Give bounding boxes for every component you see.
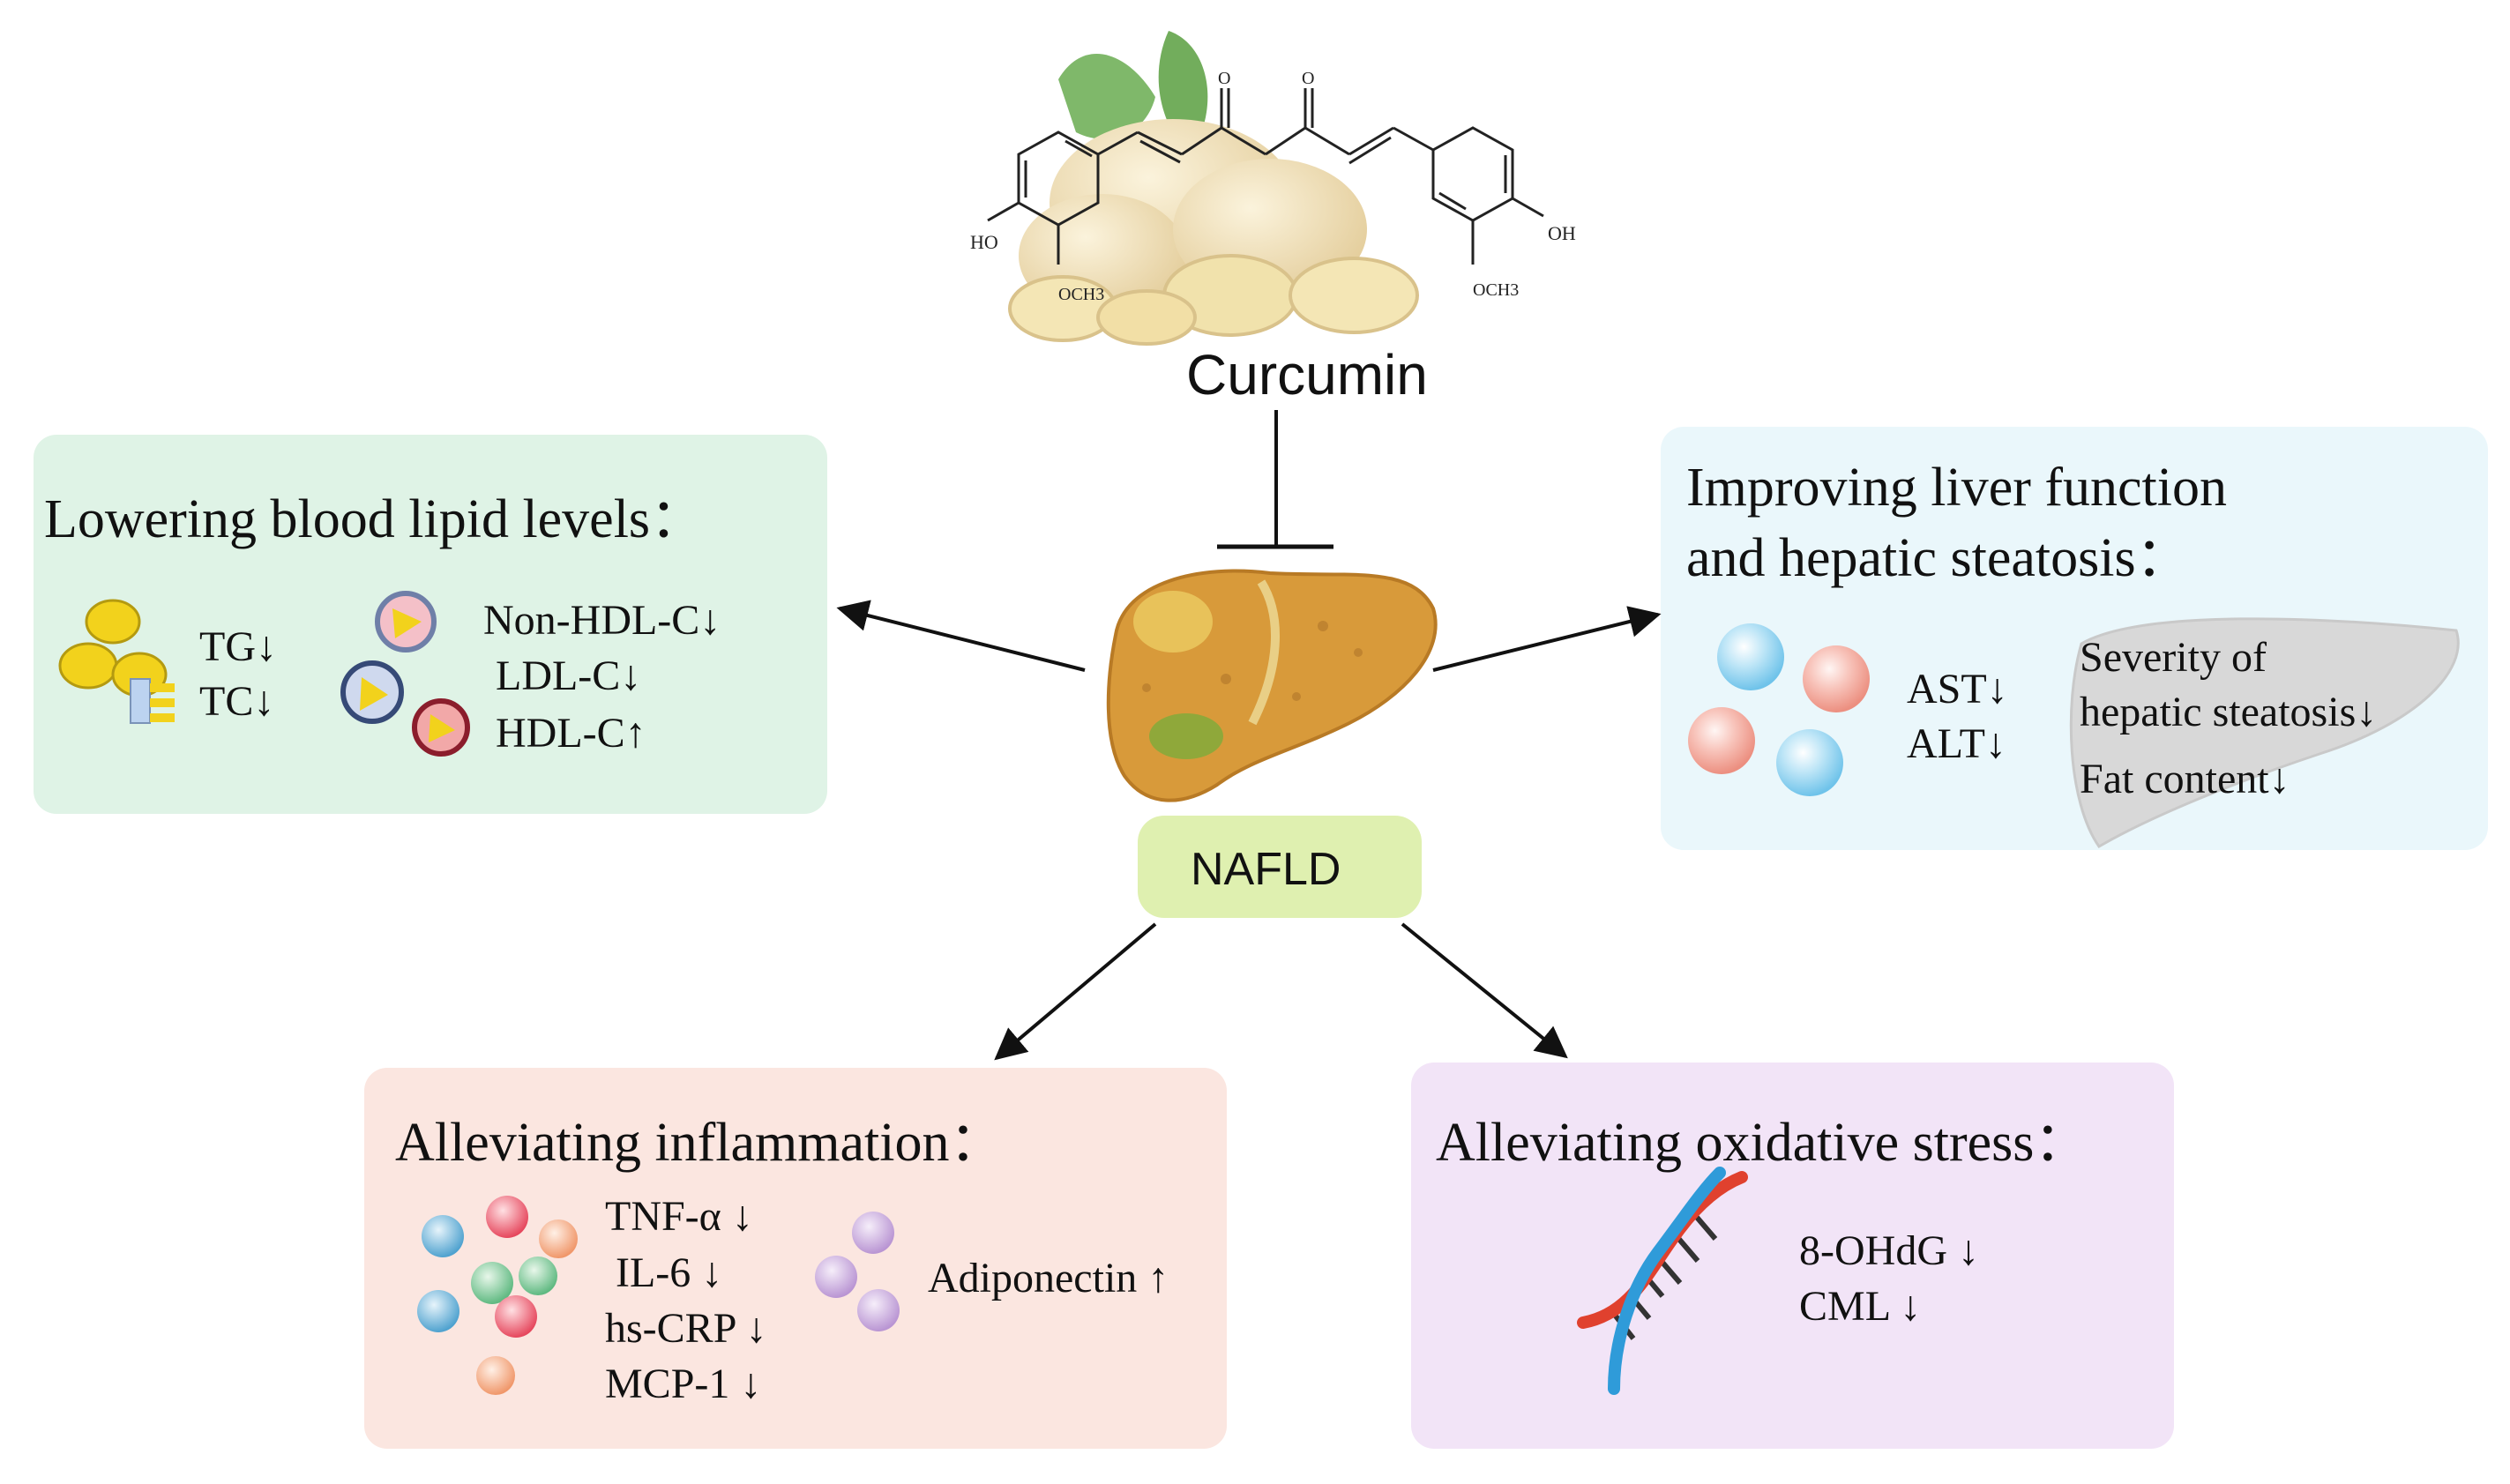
steatosis-line1: Severity of [2080, 634, 2267, 681]
lipid-droplet-icons [58, 599, 175, 724]
oxidative-panel-title: Alleviating oxidative stress： [1436, 1113, 2089, 1173]
adiponectin-label: Adiponectin ↑ [928, 1255, 1169, 1301]
cytokine-hscrp: hs-CRP ↓ [605, 1305, 767, 1352]
cytokine-mcp1: MCP-1 ↓ [605, 1361, 762, 1407]
compound-name: Curcumin [1186, 343, 1428, 406]
fatty-liver-silhouette [2069, 617, 2460, 848]
liver-panel-title-line2: and hepatic steatosis： [1686, 528, 2191, 588]
lipid-item-tg: TG↓ [199, 623, 277, 670]
ginger-illustration [1008, 31, 1419, 346]
arrow-to-oxidative [1401, 922, 1568, 1059]
liver-cell-icons [1688, 623, 1870, 796]
liver-panel-title-line1: Improving liver function [1686, 458, 2227, 518]
liver-enzyme-alt: ALT↓ [1907, 720, 2006, 767]
inflammation-panel-title: Alleviating inflammation： [395, 1113, 1005, 1173]
och3-left-label: OCH3 [1058, 285, 1104, 304]
arrow-to-inflammation [994, 922, 1157, 1061]
lipoprotein-icons [340, 591, 470, 757]
adipocyte-icons [815, 1212, 900, 1331]
lipid-panel-title: Lowering blood lipid levels： [44, 489, 706, 549]
curcumin-structure [987, 88, 1544, 265]
marker-cml: CML ↓ [1799, 1283, 1922, 1330]
fat-content: Fat content↓ [2080, 756, 2290, 802]
oh-right-label: OH [1548, 222, 1576, 244]
arrow-to-liver-function [1432, 606, 1662, 672]
carbonyl-o-right: O [1302, 69, 1314, 88]
lipid-item-non-hdl: Non-HDL-C↓ [483, 597, 721, 644]
disease-label: NAFLD [1191, 844, 1341, 895]
steatosis-line2: hepatic steatosis↓ [2080, 689, 2378, 735]
lipid-item-tc: TC↓ [199, 678, 275, 725]
cytokine-tnf: TNF-α ↓ [605, 1193, 753, 1240]
liver-icon [1106, 569, 1438, 802]
carbonyl-o-left: O [1218, 69, 1230, 88]
nafld-badge [1138, 816, 1422, 918]
och3-right-label: OCH3 [1473, 280, 1519, 300]
arrow-to-lipid [836, 600, 1086, 672]
inflammatory-cell-icons [417, 1196, 578, 1395]
ho-left-label: HO [970, 231, 998, 253]
marker-8ohdg: 8-OHdG ↓ [1799, 1227, 1979, 1274]
lipid-item-hdl: HDL-C↑ [496, 710, 646, 757]
liver-enzyme-ast: AST↓ [1907, 666, 2008, 712]
cytokine-il6: IL-6 ↓ [616, 1249, 723, 1296]
oxidative-stress-panel [1411, 1063, 2174, 1449]
dna-helix-icon [1577, 1167, 1748, 1395]
lipid-item-ldl: LDL-C↓ [496, 653, 642, 699]
